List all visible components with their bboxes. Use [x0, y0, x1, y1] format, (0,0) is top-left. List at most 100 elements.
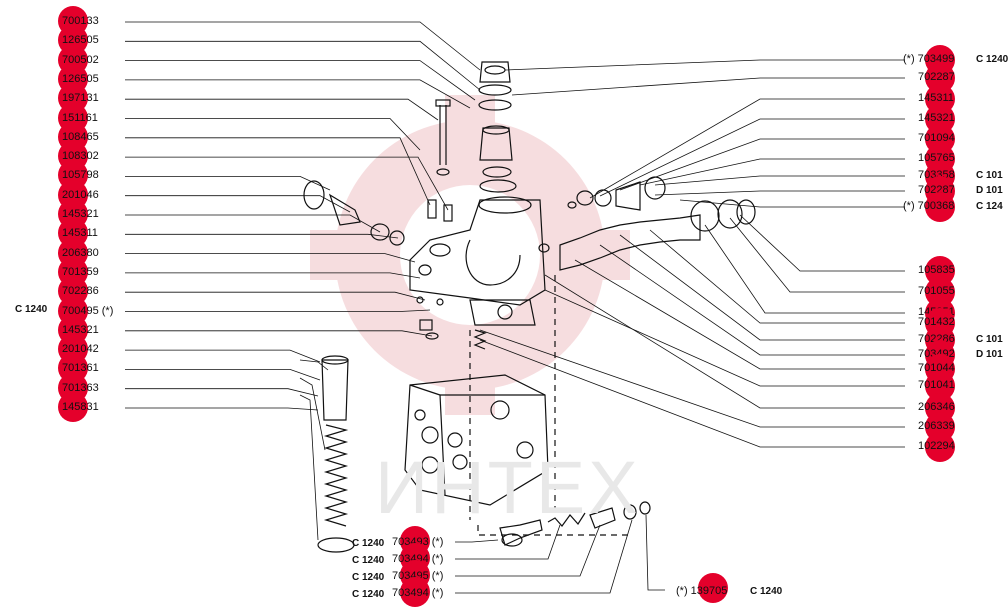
leader-line — [125, 21, 481, 71]
part-number-bottom: 703495 (*) — [392, 570, 444, 582]
leader-line — [619, 234, 905, 341]
part-number-right: 701055 — [918, 285, 955, 297]
callout-badge-right — [925, 432, 955, 462]
model-code-bottom: C 1240 — [352, 589, 385, 600]
leader-line — [544, 274, 905, 409]
leader-line — [599, 118, 905, 197]
bottom-leader-lines — [299, 359, 665, 594]
leader-line — [125, 156, 449, 211]
part-number-left: 700495 (*) — [62, 304, 114, 317]
part-number-left: 701361 — [62, 362, 99, 375]
part-number-left: 700133 — [62, 15, 99, 27]
model-code-bottom: C 1240 — [352, 555, 385, 566]
leader-line — [574, 259, 905, 370]
leader-line — [479, 329, 905, 428]
leader-line — [739, 214, 905, 272]
part-number-right: (*) 700368 — [903, 200, 955, 212]
part-number-left: 108465 — [62, 130, 99, 143]
leader-line — [479, 339, 905, 448]
part-number-left: 206380 — [62, 246, 99, 259]
part-number-right: 702287 — [918, 71, 955, 83]
right-leader-lines — [479, 59, 905, 448]
leader-line — [125, 253, 416, 263]
leader-line — [654, 175, 905, 186]
part-number-right: 206339 — [918, 420, 955, 432]
part-number-right: 105765 — [918, 152, 955, 164]
part-number-left: 105798 — [62, 169, 99, 182]
part-number-bottom: (*) 139705 — [676, 585, 728, 597]
part-number-right: 102294 — [918, 440, 955, 452]
part-number-left: 126505 — [62, 72, 99, 85]
part-number-right: (*) 703499 — [903, 53, 955, 65]
part-number-bottom: 703494 (*) — [392, 553, 444, 565]
leader-line — [125, 98, 439, 121]
model-code-bottom: C 1240 — [352, 538, 385, 549]
model-code-right: D 101 — [976, 185, 1003, 196]
leader-line — [125, 40, 481, 91]
part-number-right: 145311 — [918, 92, 954, 104]
part-number-left: 201042 — [62, 343, 99, 356]
part-number-left: 145831 — [62, 401, 99, 413]
part-number-left: 126505 — [62, 34, 99, 47]
part-number-right: 701432 — [918, 316, 955, 328]
leader-line — [704, 224, 905, 314]
watermark-text: ИНТЕХ — [375, 446, 641, 529]
leader-line — [125, 330, 433, 337]
leader-line — [125, 309, 431, 312]
part-number-left: 145311 — [62, 227, 98, 240]
leader-line — [639, 158, 905, 186]
model-code-right: C 1240 — [976, 54, 1008, 65]
leader-line — [125, 369, 321, 381]
leader-line — [599, 244, 905, 356]
valve-body-drawing — [303, 61, 756, 553]
leader-line — [125, 176, 331, 191]
part-number-right: 701041 — [918, 379, 955, 391]
model-code-right: C 101 — [976, 170, 1003, 181]
part-number-left: 108302 — [62, 150, 99, 163]
leader-line — [125, 291, 426, 301]
leader-line — [125, 137, 431, 206]
leader-line — [504, 59, 905, 71]
left-leader-lines — [125, 21, 481, 411]
part-number-right: 145321 — [918, 112, 955, 124]
leader-line — [649, 229, 905, 324]
callout-badge-right — [925, 192, 955, 222]
part-number-left: 701359 — [62, 265, 99, 278]
callout-badge-bottom — [400, 577, 430, 607]
part-number-right: 701094 — [918, 132, 955, 144]
callout-badge-left — [58, 392, 88, 422]
leader-line — [125, 407, 319, 411]
leader-line — [679, 199, 905, 208]
leader-line — [544, 289, 905, 387]
model-code-right: C 101 — [976, 334, 1003, 345]
part-number-left: 701363 — [62, 381, 99, 394]
leader-line — [125, 79, 471, 109]
part-number-right: 105835 — [918, 264, 955, 276]
leader-line — [729, 217, 905, 293]
part-number-right: 206346 — [918, 401, 955, 413]
model-code-right: D 101 — [976, 349, 1003, 360]
part-number-left: 201046 — [62, 188, 99, 201]
part-number-bottom: 703493 (*) — [392, 536, 444, 548]
leader-line — [125, 195, 351, 213]
part-number-right: 701044 — [918, 362, 955, 374]
part-number-left: 197131 — [62, 92, 99, 105]
leader-line — [619, 138, 905, 191]
leader-line — [125, 214, 381, 233]
leader-line — [589, 98, 905, 199]
part-number-left: 700502 — [62, 53, 99, 66]
part-number-bottom: 703494 (*) — [392, 587, 444, 599]
part-number-left: 145321 — [62, 208, 99, 220]
leader-line — [511, 77, 905, 96]
part-number-left: 145321 — [62, 323, 99, 336]
model-code-bottom: C 1240 — [750, 586, 783, 597]
left-code-label: C 1240 — [15, 304, 48, 315]
model-code-right: C 124 — [976, 201, 1003, 212]
leader-line — [125, 349, 321, 363]
part-number-left: 702286 — [62, 285, 99, 298]
leader-line — [654, 190, 905, 196]
model-code-bottom: C 1240 — [352, 572, 385, 583]
leader-line — [125, 118, 421, 151]
leader-line — [125, 388, 319, 397]
